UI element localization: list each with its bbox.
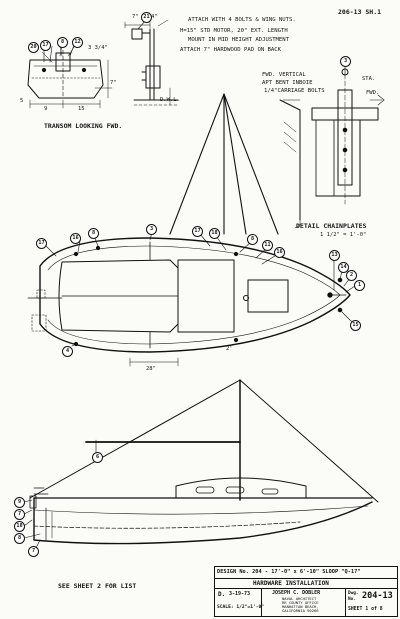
chainplate-sta: STA. xyxy=(362,76,376,82)
callout-13: 13 xyxy=(329,250,340,261)
chainplate-caption: DETAIL CHAINPLATES xyxy=(296,222,367,230)
callout-10: 10 xyxy=(14,521,25,532)
dim-e: 7" xyxy=(110,80,117,86)
sheet-corner-label: 206-13 SH.1 xyxy=(338,8,382,16)
callout-15: 15 xyxy=(350,320,361,331)
callout-7-stern: 7 xyxy=(14,509,25,520)
drawn-label: D. xyxy=(218,591,226,598)
dim-offset: 4" xyxy=(151,14,158,20)
title-block: DESIGN No. 204 - 17'-0" x 6'-10" SLOOP "… xyxy=(214,566,398,617)
fwd-hatch xyxy=(247,279,289,313)
callout-1: 1 xyxy=(354,280,365,291)
callout-12: 12 xyxy=(72,37,83,48)
transom-outline xyxy=(27,59,104,99)
callout-9: 9 xyxy=(14,497,25,508)
dim-b: 9 xyxy=(44,106,48,112)
callout-17-plan: 17 xyxy=(36,238,47,249)
port-light-1 xyxy=(195,486,215,494)
architect-address-2: MANHATTAN BEACH, xyxy=(282,604,319,609)
title-block-architect-cell: JOSEPH C. DOBLER NAVAL ARCHITECT RR COUN… xyxy=(262,588,346,616)
chainplate-fwd: FWD. xyxy=(366,90,380,96)
rig-stays xyxy=(169,93,279,235)
transom-note-line3: MOUNT IN MID HEIGHT ADJUSTMENT xyxy=(188,37,290,43)
transom-caption: TRANSOM LOOKING FWD. xyxy=(44,122,123,130)
hull-outline-plan xyxy=(39,237,351,353)
architect-title: NAVAL ARCHITECT xyxy=(282,596,317,601)
backstay xyxy=(29,379,241,499)
callout-17-transom: 17 xyxy=(40,40,51,51)
architect-name: JOSEPH C. DOBLER xyxy=(272,590,321,596)
title-block-row-design: DESIGN No. 204 - 17'-0" x 6'-10" SLOOP "… xyxy=(215,567,397,579)
callout-21: 21 xyxy=(141,12,152,23)
callout-11: 11 xyxy=(262,240,273,251)
chainplate-note-line1: FWD. VERTICAL xyxy=(262,72,306,78)
callout-8-plan: 8 xyxy=(88,228,99,239)
callout-18: 18 xyxy=(209,228,220,239)
deck-plan xyxy=(27,237,351,367)
transom-note-line2: H=15" STD MOTOR, 20" EXT. LENGTH xyxy=(180,28,288,34)
port-light-3 xyxy=(261,488,279,495)
chainplate-detail xyxy=(279,68,385,229)
motor-bracket-detail xyxy=(124,19,179,106)
title-block-row-subject: HARDWARE INSTALLATION xyxy=(215,578,397,589)
bracket-pad xyxy=(145,65,161,89)
title-block-number-cell: Dwg. No. 204-13 SHEET 1 of 8 xyxy=(346,588,397,616)
transom-note-line4: ATTACH 7" HARDWOOD PAD ON BACK xyxy=(180,47,282,53)
chainplate-deck xyxy=(311,107,379,121)
callout-6: 6 xyxy=(92,452,103,463)
title-block-date-cell: D. 3-19-73 SCALE: 1/2"=1'-0" xyxy=(215,588,265,616)
callout-7-keel: 7 xyxy=(28,546,39,557)
callout-8-transom: 8 xyxy=(57,37,68,48)
callout-16-fwd: 16 xyxy=(274,247,285,258)
hull-profile xyxy=(33,497,373,545)
drawing-number: 204-13 xyxy=(362,591,393,601)
cabin-profile xyxy=(175,477,307,499)
sheet-number: SHEET 1 of 8 xyxy=(348,607,383,612)
callout-3-plan: 3 xyxy=(146,224,157,235)
callout-14: 14 xyxy=(338,262,349,273)
dwg-label: Dwg. xyxy=(348,591,359,596)
see-sheet-note: SEE SHEET 2 FOR LIST xyxy=(58,582,137,590)
forestay xyxy=(239,379,379,503)
chainplate-note-line3: 1/4"CARRIAGE BOLTS xyxy=(264,88,325,94)
chainplate-hull-line xyxy=(279,99,301,221)
cabin-trunk xyxy=(177,259,235,333)
dim-a: 3 3/4" xyxy=(88,45,108,51)
architect-address-1: RR COUNTY OFFICE xyxy=(282,600,319,605)
dim-d: 5 xyxy=(20,98,24,104)
dim-top: 7" xyxy=(132,14,139,20)
plan-beam-dim: 28" xyxy=(146,366,156,372)
port-light-2 xyxy=(225,486,245,494)
design-number: DESIGN No. 204 - 17'-0" x 6'-10" SLOOP "… xyxy=(217,569,361,575)
callout-8-cabin: 8 xyxy=(247,234,258,245)
callout-3-chainplate: 3 xyxy=(340,56,351,67)
callout-4-plan: 4 xyxy=(62,346,73,357)
plan-fwd-mark: 2' xyxy=(226,346,233,352)
drawing-date: 3-19-73 xyxy=(229,591,251,597)
callout-2: 2 xyxy=(346,270,357,281)
drawing-scale: SCALE: 1/2"=1'-0" xyxy=(217,605,265,610)
architect-address-3: CALIFORNIA 90266 xyxy=(282,608,319,613)
callout-16-plan: 16 xyxy=(70,233,81,244)
dim-c: 15 xyxy=(78,106,85,112)
callout-20: 20 xyxy=(28,42,39,53)
dwl-label: D.W.L. xyxy=(160,97,180,103)
chainplate-note-line2: APT BENT INBOIE xyxy=(262,80,313,86)
callout-8-stern: 8 xyxy=(14,533,25,544)
transom-note-line1: ATTACH WITH 4 BOLTS & WING NUTS. xyxy=(188,17,296,23)
leader-lines xyxy=(23,19,359,549)
waterline xyxy=(33,521,301,529)
callout-17-cabin: 17 xyxy=(192,226,203,237)
chainplate-scale: 1 1/2" = 1'-0" xyxy=(320,232,367,238)
no-label: No. xyxy=(348,597,356,602)
drawing-subject: HARDWARE INSTALLATION xyxy=(253,580,329,587)
side-elevation xyxy=(29,379,379,545)
bracket-block xyxy=(131,28,143,40)
